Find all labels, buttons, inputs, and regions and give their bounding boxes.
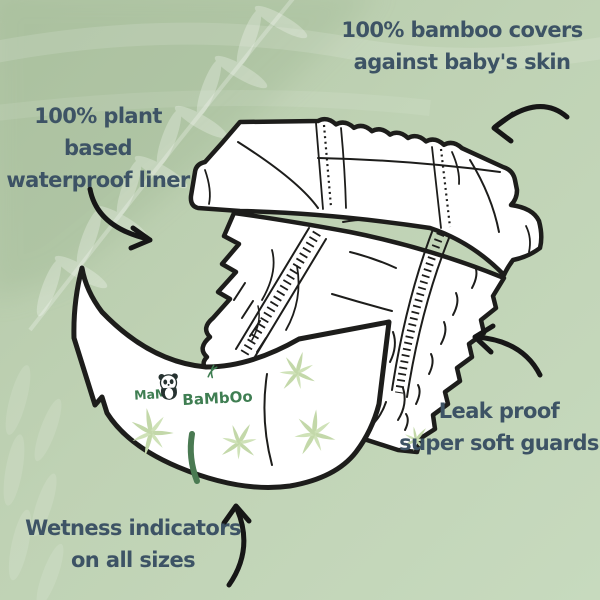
diaper-back-panel [188,116,544,278]
brand-logo: MaMa BaMbOo [134,364,253,409]
label-wetness: Wetness indicators on all sizes [22,512,244,576]
bamboo-stalk [187,431,200,484]
label-leak-proof: Leak proof super soft guards [398,395,600,459]
label-plant-liner: 100% plant based waterproof liner [0,100,196,196]
curved-arrow-icon-to-waistband [491,104,570,144]
bamboo-leaf-print [127,347,437,484]
label-line: Wetness indicators [25,516,241,540]
label-line: 100% bamboo covers [341,18,583,42]
label-line: 100% plant based [34,104,162,160]
label-line: against baby's skin [353,50,571,74]
curved-arrow-icon-to-wetness [221,503,252,588]
curved-arrow-icon-to-liner [87,186,153,251]
curved-arrow-icon-to-guards [472,323,543,378]
label-line: Leak proof [438,399,560,423]
label-bamboo-covers: 100% bamboo covers against baby's skin [332,14,592,78]
leg-elastic-strips [235,223,452,398]
panda-icon [158,373,178,400]
logo-leaf-sprig [207,364,218,379]
label-line: on all sizes [70,548,196,572]
label-line: super soft guards [399,431,599,455]
label-line: waterproof liner [6,168,190,192]
logo-text-bamboo: BaMbOo [182,387,253,409]
annotation-arrows [87,104,570,588]
